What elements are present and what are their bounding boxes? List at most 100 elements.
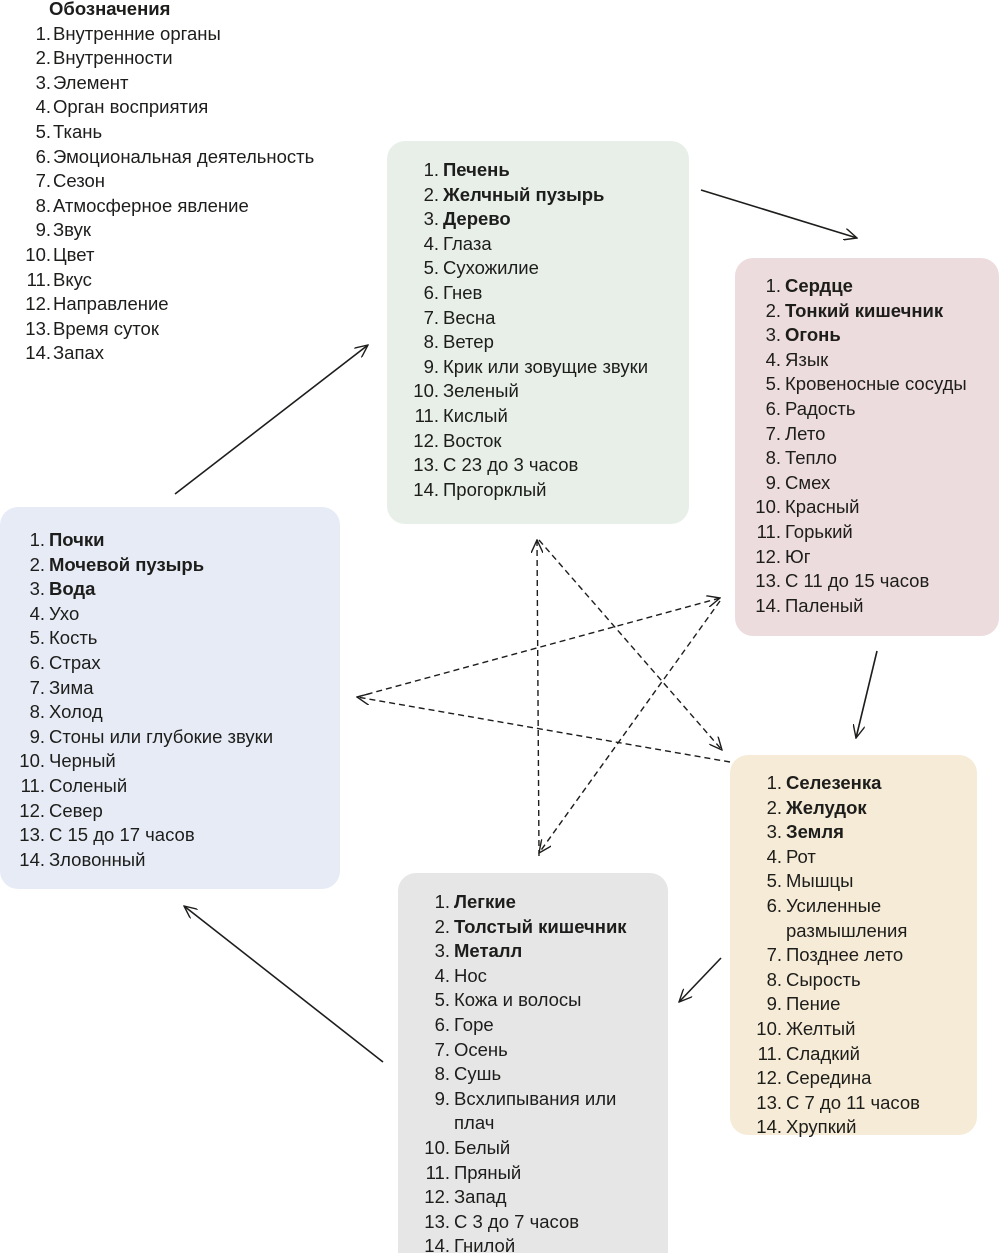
property-number: 6. <box>765 397 781 419</box>
legend-item-label: Цвет <box>53 243 95 265</box>
element-box-fire: 1.Сердце 2.Тонкий кишечник 3.Огонь 4.Язы… <box>735 258 999 636</box>
legend-item-label: Внутренности <box>53 47 173 69</box>
property-label: Всхлипывания или плач <box>454 1087 617 1134</box>
property-row: 14.Гнилой <box>398 1234 668 1259</box>
property-row: 2.Желудок <box>730 796 977 821</box>
property-row: 6.Радость <box>735 397 999 422</box>
property-label: Металл <box>454 940 523 962</box>
element-box-wood: 1.Печень 2.Желчный пузырь 3.Дерево 4.Гла… <box>387 141 689 524</box>
property-row: 12.Север <box>0 799 340 824</box>
property-number: 4. <box>29 602 45 624</box>
property-row: 7.Лето <box>735 422 999 447</box>
property-row: 4.Нос <box>398 964 668 989</box>
property-label: Гнев <box>443 281 483 303</box>
wood-properties-list: 1.Печень 2.Желчный пузырь 3.Дерево 4.Гла… <box>387 141 689 502</box>
property-number: 14. <box>19 848 45 870</box>
property-number: 8. <box>765 447 781 469</box>
property-row: 12.Середина <box>730 1066 977 1091</box>
property-label: Смех <box>785 471 831 493</box>
property-label: Сырость <box>786 968 861 990</box>
property-number: 5. <box>29 627 45 649</box>
property-row: 9.Смех <box>735 471 999 496</box>
property-number: 11. <box>414 404 439 426</box>
arrow-water-to-wood <box>174 345 368 495</box>
property-label: Кость <box>49 627 98 649</box>
property-row: 13.С 3 до 7 часов <box>398 1210 668 1235</box>
property-number: 3. <box>434 940 450 962</box>
legend-item-number: 10. <box>25 243 51 265</box>
legend-title: Обозначения <box>49 0 171 19</box>
property-row: 8.Тепло <box>735 446 999 471</box>
property-number: 14. <box>756 1116 782 1138</box>
property-label: Черный <box>49 750 116 772</box>
legend-item-number: 11. <box>26 268 51 290</box>
property-label: Красный <box>785 496 860 518</box>
legend-item-label: Элемент <box>53 71 129 93</box>
property-number: 11. <box>757 1042 782 1064</box>
property-label: Глаза <box>443 232 492 254</box>
property-label: Желчный пузырь <box>443 183 605 205</box>
property-label: Мочевой пузырь <box>49 553 205 575</box>
property-label: Печень <box>443 159 510 180</box>
property-label: Рот <box>786 845 816 867</box>
property-label: Белый <box>454 1136 511 1158</box>
property-number: 9. <box>765 471 781 493</box>
property-label: Соленый <box>49 774 128 796</box>
legend-item-number: 1. <box>35 22 51 44</box>
property-label: Пряный <box>454 1161 522 1183</box>
legend-item: 8.Атмосферное явление <box>20 194 314 219</box>
legend-item-number: 14. <box>25 342 51 364</box>
property-label: Зловонный <box>49 848 146 870</box>
legend-item-number: 8. <box>35 194 51 216</box>
property-row: 3.Огонь <box>735 323 999 348</box>
property-row: 10.Белый <box>398 1136 668 1161</box>
property-row: 7.Осень <box>398 1038 668 1063</box>
property-number: 9. <box>423 355 439 377</box>
property-number: 4. <box>766 845 782 867</box>
property-number: 6. <box>766 894 782 916</box>
property-row: 11.Сладкий <box>730 1042 977 1067</box>
legend-item-number: 9. <box>35 219 51 241</box>
legend-item-number: 2. <box>35 47 51 69</box>
property-label: Тонкий кишечник <box>785 299 944 321</box>
property-number: 1. <box>29 529 45 550</box>
property-row: 6.Страх <box>0 651 340 676</box>
legend-item-number: 4. <box>35 96 51 118</box>
legend-item-label: Атмосферное явление <box>53 194 249 216</box>
property-row: 7.Весна <box>387 306 689 331</box>
property-number: 2. <box>766 796 782 818</box>
property-row: 12.Юг <box>735 545 999 570</box>
property-number: 8. <box>423 331 439 353</box>
property-label: Запад <box>454 1186 507 1208</box>
property-number: 2. <box>29 553 45 575</box>
property-label: Радость <box>785 397 856 419</box>
legend-list: 1.Внутренние органы 2.Внутренности 3.Эле… <box>20 22 314 366</box>
property-row: 2.Желчный пузырь <box>387 183 689 208</box>
property-label: Восток <box>443 429 502 451</box>
property-row: 3.Металл <box>398 939 668 964</box>
property-row: 7.Зима <box>0 676 340 701</box>
property-label: Кровеносные сосуды <box>785 373 967 395</box>
property-row: 2.Мочевой пузырь <box>0 553 340 578</box>
property-label: Зеленый <box>443 380 519 402</box>
property-number: 12. <box>413 429 439 451</box>
property-label: С 7 до 11 часов <box>786 1091 920 1113</box>
property-row: 8.Ветер <box>387 330 689 355</box>
property-number: 12. <box>756 1067 782 1089</box>
property-row: 3.Земля <box>730 820 977 845</box>
property-number: 12. <box>424 1186 450 1208</box>
property-number: 5. <box>434 989 450 1011</box>
property-row: 4.Рот <box>730 845 977 870</box>
property-row: 11.Пряный <box>398 1161 668 1186</box>
property-number: 6. <box>29 651 45 673</box>
legend-item: 1.Внутренние органы <box>20 22 314 47</box>
legend-item-number: 3. <box>35 71 51 93</box>
property-row: 14.Хрупкий <box>730 1115 977 1140</box>
property-row: 8.Сырость <box>730 968 977 993</box>
dashed-arrow-earth-to-water <box>357 697 731 763</box>
property-row: 13.С 23 до 3 часов <box>387 453 689 478</box>
property-label: Нос <box>454 964 487 986</box>
metal-properties-list: 1.Легкие 2.Толстый кишечник 3.Металл 4.Н… <box>398 873 668 1259</box>
property-row: 3.Вода <box>0 577 340 602</box>
